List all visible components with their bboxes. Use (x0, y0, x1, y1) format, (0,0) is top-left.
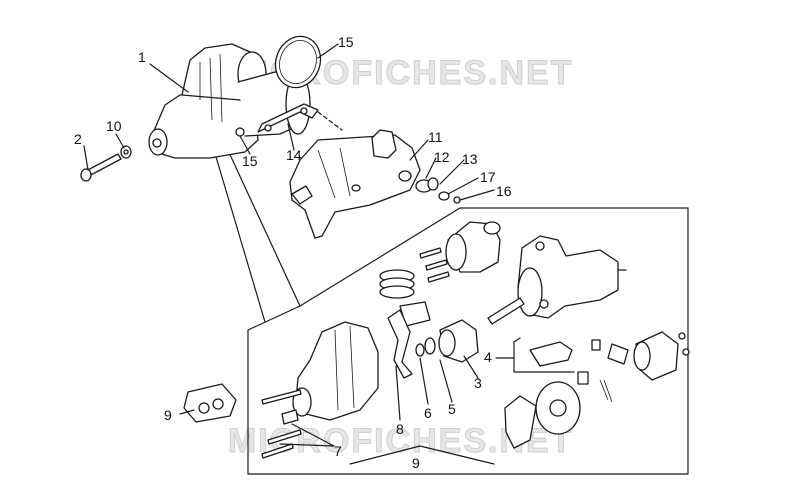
callout-9-left: 9 (164, 407, 172, 423)
mounting-bracket (257, 103, 343, 133)
callout-7: 7 (334, 443, 342, 459)
callout-13: 13 (462, 151, 478, 167)
callout-14: 14 (286, 147, 302, 163)
starter-motor-assembly (148, 43, 311, 159)
bolt-and-washer (80, 145, 132, 182)
drive-end-housing (292, 321, 379, 421)
callout-labels: 1 2 10 15 15 14 11 12 13 17 16 4 3 5 6 8… (74, 34, 512, 471)
housing-bolts (261, 389, 302, 459)
callout-15-top: 15 (338, 34, 354, 50)
o-ring-large (274, 35, 322, 89)
callout-9-bottom: 9 (412, 455, 420, 471)
exploded-view-frame (213, 145, 689, 475)
spring (379, 269, 415, 299)
solenoid (445, 221, 501, 273)
solenoid-screws (419, 247, 450, 283)
callout-11: 11 (428, 129, 443, 145)
callout-17: 17 (480, 169, 496, 185)
callout-3: 3 (474, 375, 482, 391)
callout-6: 6 (424, 405, 432, 421)
callout-4: 4 (484, 349, 492, 365)
drive-pinion (438, 319, 479, 363)
leader-lines (83, 43, 575, 465)
retaining-rings (415, 337, 436, 357)
callout-10: 10 (106, 118, 122, 134)
commutator-end-plate (504, 381, 581, 449)
bracket-pad (183, 383, 237, 423)
heat-shield-cover (289, 129, 421, 239)
callout-15-bottom: 15 (242, 153, 258, 169)
end-cap (607, 331, 690, 381)
brush-holder-kit (529, 339, 613, 403)
armature-motor (487, 235, 627, 325)
callout-1: 1 (138, 49, 146, 65)
callout-12: 12 (434, 149, 450, 165)
fork-lever (387, 309, 413, 379)
callout-2: 2 (74, 131, 82, 147)
callout-16: 16 (496, 183, 512, 199)
callout-5: 5 (448, 401, 456, 417)
callout-8: 8 (396, 421, 404, 437)
small-hardware (415, 177, 461, 204)
